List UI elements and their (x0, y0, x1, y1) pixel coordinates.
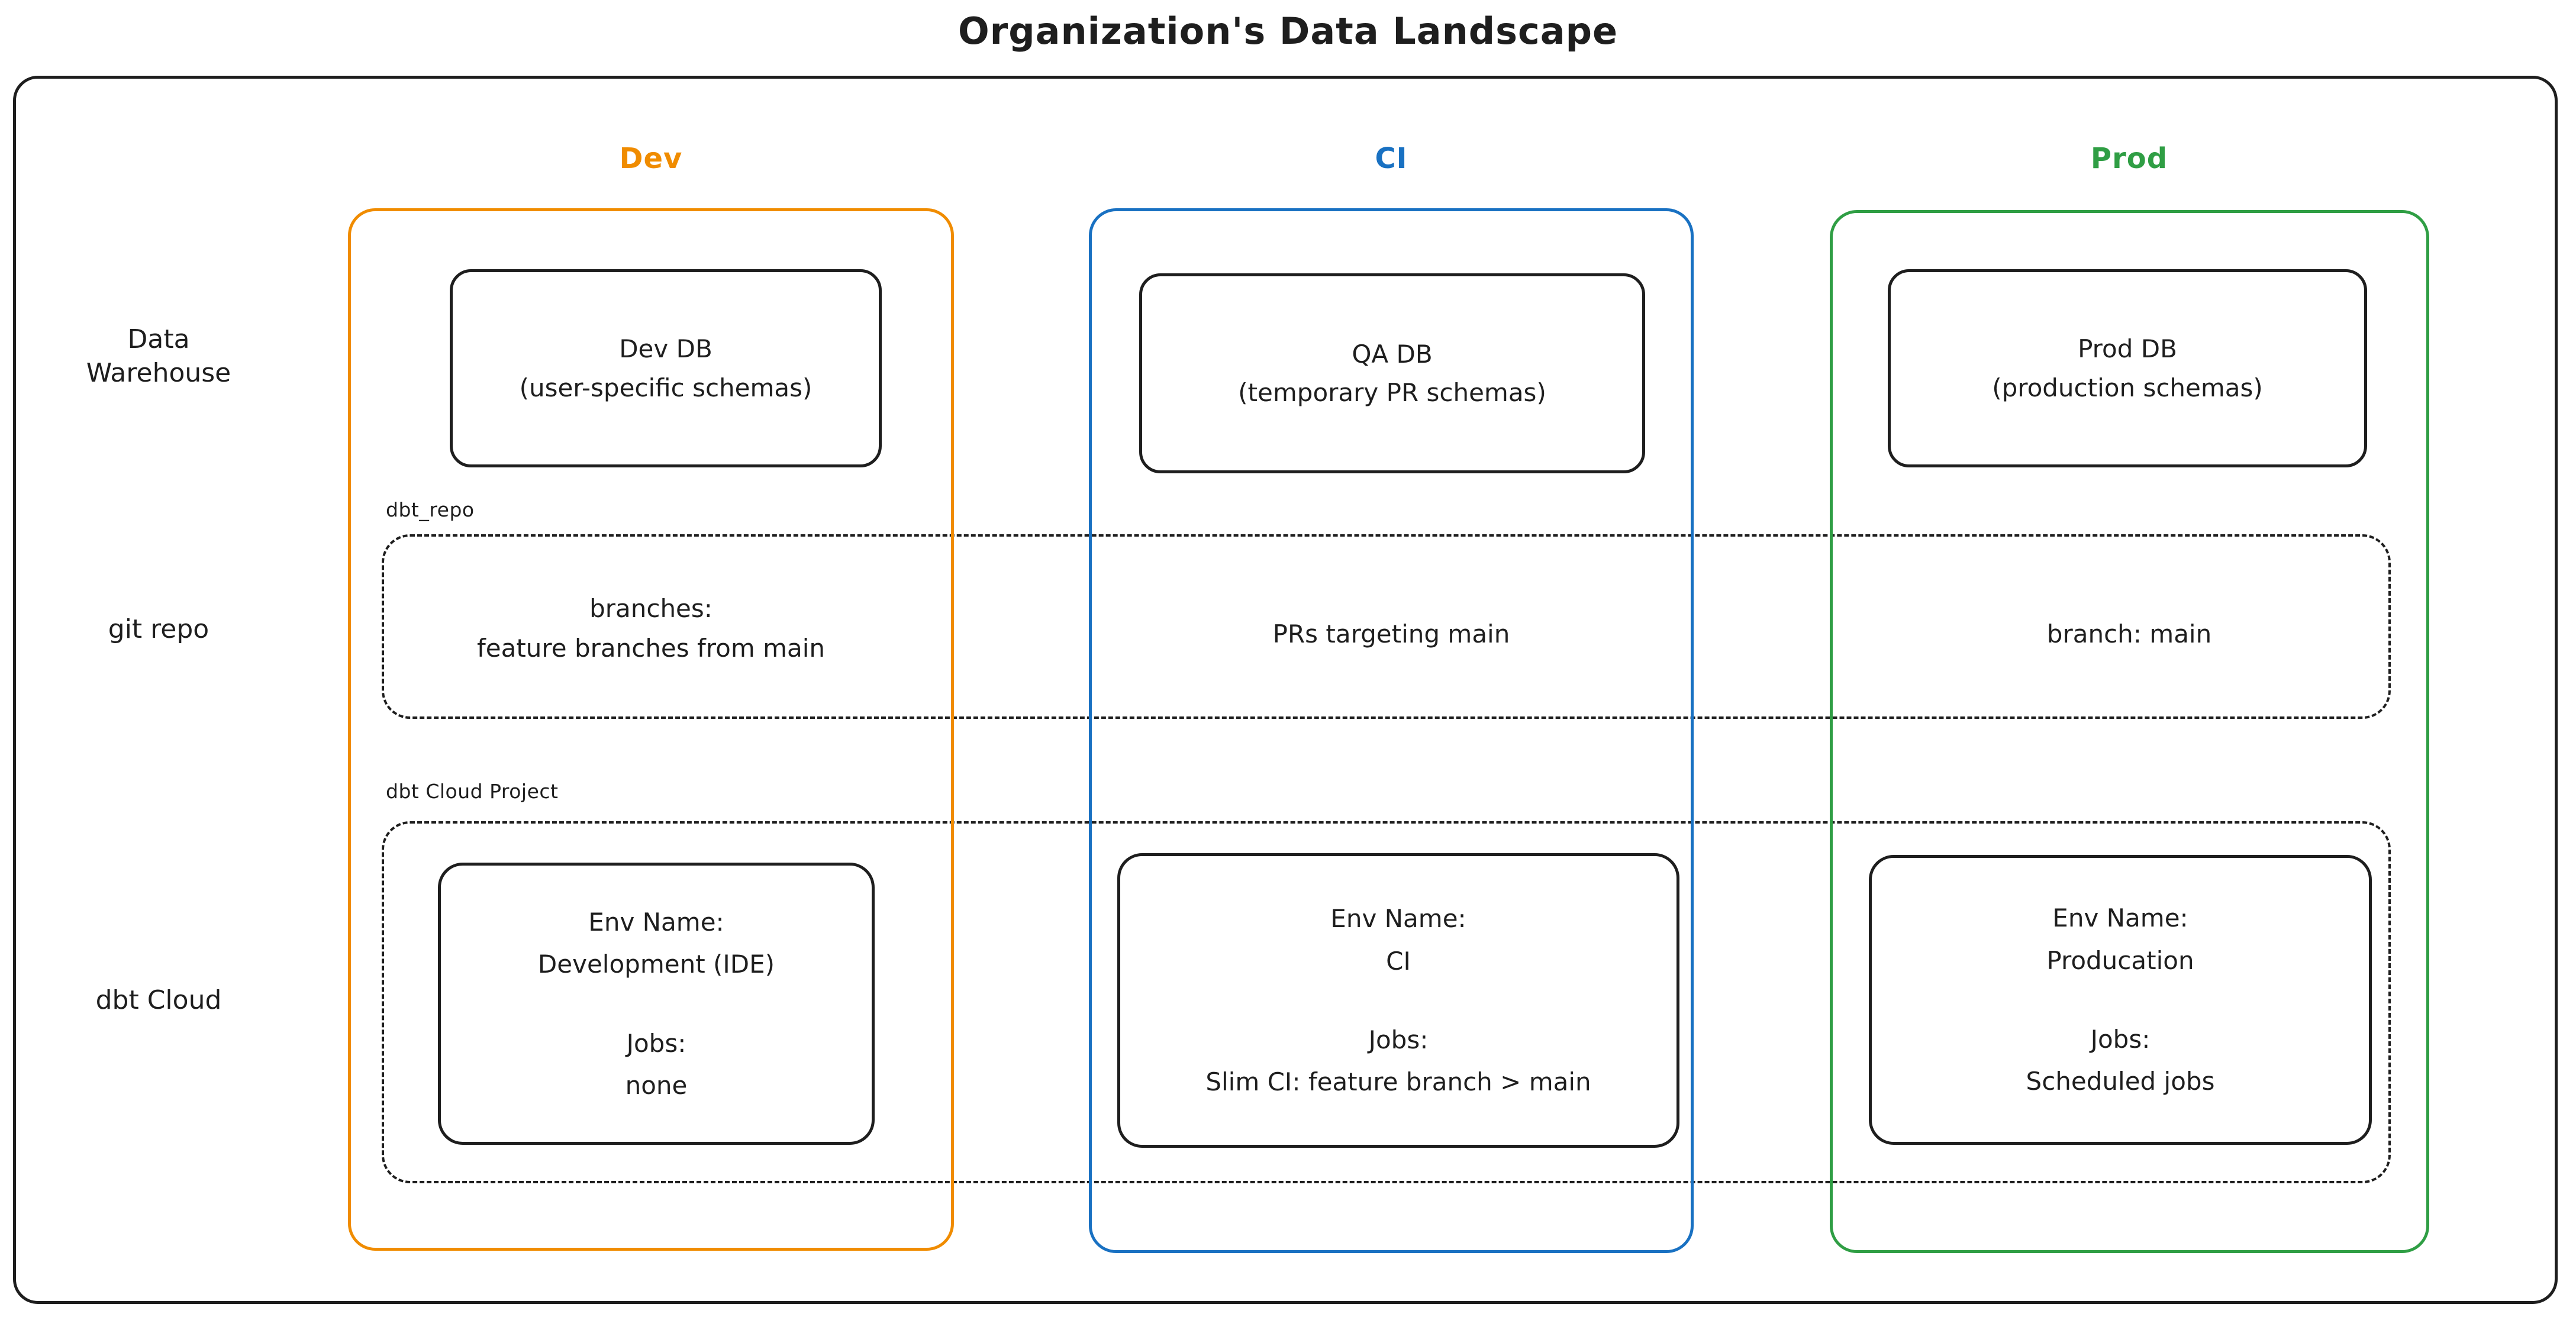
dev-db-name: Dev DB (619, 334, 712, 364)
dev-db-subtitle: (user-specific schemas) (519, 373, 813, 402)
prod-jobs-label: Jobs: (2090, 1025, 2151, 1054)
row-label-data-warehouse-line2: Warehouse (86, 358, 231, 389)
landscape-outer-frame (13, 76, 2558, 1304)
dev-git-line1: branches: (589, 594, 712, 623)
dev-env-box: Env Name: Development (IDE) Jobs: none (438, 863, 875, 1145)
prod-env-content: Env Name: Producation Jobs: Scheduled jo… (2026, 858, 2215, 1142)
column-header-dev: Dev (619, 142, 683, 175)
ci-env-content: Env Name: CI Jobs: Slim CI: feature bran… (1205, 856, 1591, 1145)
column-header-prod: Prod (2090, 142, 2168, 175)
prod-env-name-value: Producation (2046, 945, 2194, 975)
dev-jobs-value: none (625, 1070, 688, 1100)
qa-db-name: QA DB (1352, 339, 1433, 369)
ci-jobs-value: Slim CI: feature branch > main (1205, 1067, 1591, 1097)
ci-column-frame (1089, 208, 1694, 1253)
row-label-dbt-cloud: dbt Cloud (95, 985, 222, 1015)
prod-env-name-label: Env Name: (2052, 903, 2188, 933)
prod-git-text: branch: main (2046, 619, 2212, 648)
dev-git-text: branches: feature branches from main (355, 589, 947, 668)
dev-env-name-label: Env Name: (588, 907, 724, 937)
prod-db-name: Prod DB (2078, 334, 2177, 364)
diagram-title: Organization's Data Landscape (957, 9, 1619, 53)
ci-jobs-label: Jobs: (1368, 1025, 1429, 1054)
dev-db-box: Dev DB (user-specific schemas) (450, 269, 882, 467)
prod-jobs-value: Scheduled jobs (2026, 1067, 2215, 1096)
prod-db-box: Prod DB (production schemas) (1888, 269, 2367, 467)
dbt-repo-dashed-box (382, 534, 2391, 719)
dbt-cloud-project-group-label: dbt Cloud Project (386, 780, 559, 803)
dbt-repo-group-label: dbt_repo (386, 498, 475, 521)
ci-git-text: PRs targeting main (1272, 619, 1510, 648)
column-header-ci: CI (1375, 142, 1408, 175)
row-label-data-warehouse-line1: Data (127, 324, 190, 354)
dev-env-content: Env Name: Development (IDE) Jobs: none (538, 866, 775, 1142)
prod-column-frame (1830, 210, 2429, 1253)
row-label-data-warehouse: Data Warehouse (34, 322, 283, 390)
ci-env-name-label: Env Name: (1330, 904, 1466, 934)
row-label-git-repo: git repo (108, 614, 209, 644)
prod-db-subtitle: (production schemas) (1992, 373, 2263, 402)
qa-db-subtitle: (temporary PR schemas) (1238, 378, 1546, 407)
dev-git-line2: feature branches from main (476, 634, 826, 663)
dev-jobs-label: Jobs: (626, 1028, 686, 1058)
ci-env-box: Env Name: CI Jobs: Slim CI: feature bran… (1117, 853, 1679, 1148)
dev-column-frame (348, 208, 954, 1251)
ci-env-name-value: CI (1386, 946, 1411, 976)
dbt-cloud-dashed-box (382, 821, 2391, 1183)
prod-env-box: Env Name: Producation Jobs: Scheduled jo… (1869, 855, 2372, 1145)
qa-db-box: QA DB (temporary PR schemas) (1139, 273, 1645, 473)
dev-env-name-value: Development (IDE) (537, 950, 775, 979)
